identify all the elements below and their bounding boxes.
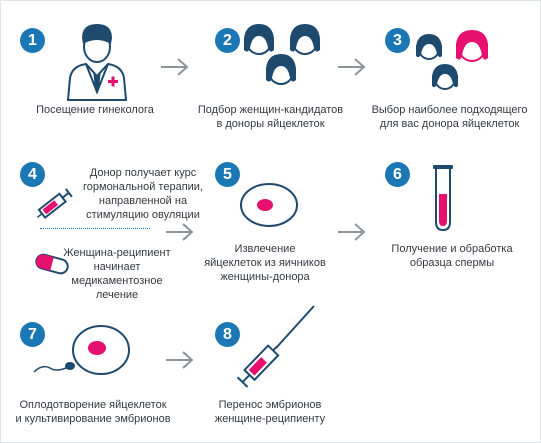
women-group-icon xyxy=(244,24,320,85)
doctor-icon xyxy=(66,24,128,101)
step-7-label-line: Оплодотворение яйцеклеток xyxy=(19,399,167,411)
step-3-label-line: Выбор наиболее подходящего xyxy=(371,104,528,116)
step-5-label: Извлечение яйцеклеток из яичников женщин… xyxy=(190,242,340,284)
step-2-label-line: в доноры яйцеклеток xyxy=(216,118,325,130)
step-4-recipient-line: лечение xyxy=(95,289,139,301)
step-6-badge: 6 xyxy=(385,162,410,187)
step-3-badge: 3 xyxy=(385,28,410,53)
step-1-badge: 1 xyxy=(20,28,45,53)
step-5-label-line: яйцеклеток из яичников xyxy=(204,257,326,269)
step-2-badge: 2 xyxy=(215,28,240,53)
step-2-label-line: Подбор женщин-кандидатов xyxy=(197,104,344,116)
step-4-donor-line: стимуляцию овуляции xyxy=(86,209,200,221)
step-4-donor-line: направленной на xyxy=(98,195,188,207)
step-8-badge: 8 xyxy=(215,322,240,347)
embryo-transfer-syringe-icon xyxy=(236,305,315,388)
arrow-right-icon xyxy=(166,351,194,369)
arrow-right-icon xyxy=(161,58,189,76)
step-4-donor-line: Донор получает курс xyxy=(89,167,197,179)
arrow-right-icon xyxy=(338,223,366,241)
step-4-recipient-line: начинает xyxy=(93,261,141,273)
fertilization-icon xyxy=(33,325,130,375)
step-4-donor-label: Донор получает курс гормональной терапии… xyxy=(68,166,218,222)
step-7-label-line: и культивирование эмбрионов xyxy=(15,413,171,425)
step-7-badge: 7 xyxy=(20,322,45,347)
step-5-label-line: женщины-донора xyxy=(220,271,310,283)
step-3-label-line: для вас донора яйцеклеток xyxy=(379,118,520,130)
step-5-badge: 5 xyxy=(215,162,240,187)
step-8-label-line: Перенос эмбрионов xyxy=(218,399,322,411)
step-6-label-line: образца спермы xyxy=(409,257,495,269)
step-5-label-line: Извлечение xyxy=(234,243,296,255)
step-3-label: Выбор наиболее подходящего для вас донор… xyxy=(362,103,537,131)
step-4-recipient-label: Женщина-реципиент начинает медикаментозн… xyxy=(62,246,172,302)
step-1-label: Посещение гинеколога xyxy=(10,103,180,117)
step-4-badge: 4 xyxy=(20,162,45,187)
step-2-label: Подбор женщин-кандидатов в доноры яйцекл… xyxy=(183,103,358,131)
step-4-divider xyxy=(40,228,150,229)
test-tube-icon xyxy=(433,165,453,232)
pill-icon xyxy=(35,253,69,275)
step-1-label-line: Посещение гинеколога xyxy=(36,104,154,116)
arrow-right-icon xyxy=(166,223,194,241)
selected-donor-icon xyxy=(416,30,488,90)
step-4-recipient-line: медикаментозное xyxy=(71,275,163,287)
step-6-label: Получение и обработка образца спермы xyxy=(372,242,532,270)
step-6-label-line: Получение и обработка xyxy=(391,243,513,255)
egg-cell-icon xyxy=(240,183,298,227)
step-8-label: Перенос эмбрионов женщине-реципиенту xyxy=(195,398,345,426)
syringe-icon xyxy=(36,188,73,220)
step-4-recipient-line: Женщина-реципиент xyxy=(63,247,171,259)
step-4-donor-line: гормональной терапии, xyxy=(83,181,203,193)
arrow-right-icon xyxy=(338,58,366,76)
step-7-label: Оплодотворение яйцеклеток и культивирова… xyxy=(8,398,178,426)
step-8-label-line: женщине-реципиенту xyxy=(214,413,326,425)
